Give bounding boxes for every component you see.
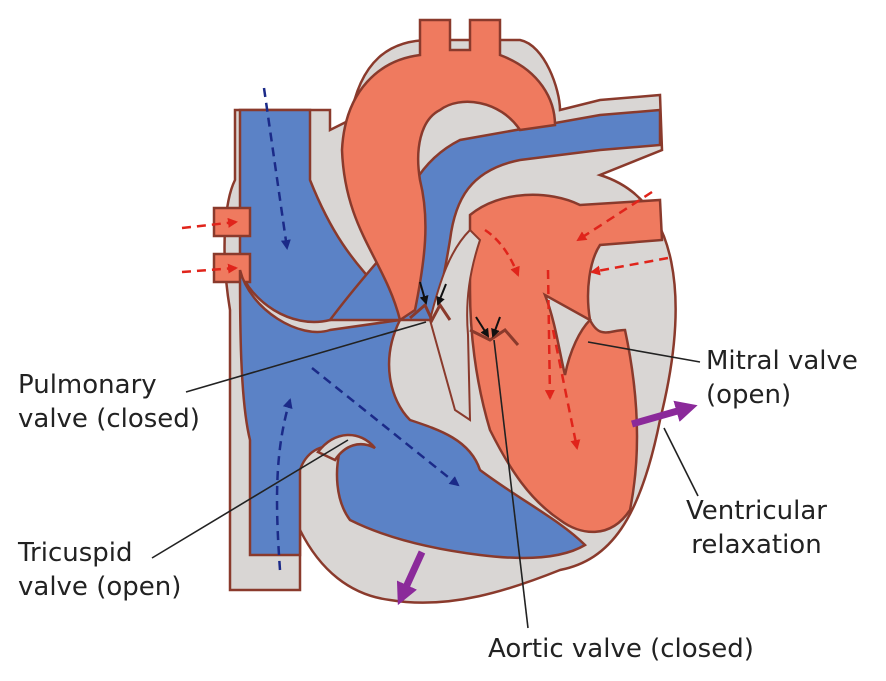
label-aortic-line1: Aortic valve (closed) xyxy=(488,632,754,666)
label-mitral-line2: (open) xyxy=(706,378,858,412)
label-mitral-line1: Mitral valve xyxy=(706,344,858,378)
leader-ventricular xyxy=(664,428,698,496)
label-aortic-valve: Aortic valve (closed) xyxy=(488,632,754,666)
label-ventricular-relaxation: Ventricular relaxation xyxy=(686,494,827,562)
label-ventricular-line1: Ventricular xyxy=(686,494,827,528)
label-tricuspid-line1: Tricuspid xyxy=(18,536,181,570)
label-pulmonary-line1: Pulmonary xyxy=(18,368,200,402)
label-pulmonary-line2: valve (closed) xyxy=(18,402,200,436)
label-tricuspid-line2: valve (open) xyxy=(18,570,181,604)
label-mitral-valve: Mitral valve (open) xyxy=(706,344,858,412)
label-ventricular-line2: relaxation xyxy=(686,528,827,562)
label-pulmonary-valve: Pulmonary valve (closed) xyxy=(18,368,200,436)
label-tricuspid-valve: Tricuspid valve (open) xyxy=(18,536,181,604)
